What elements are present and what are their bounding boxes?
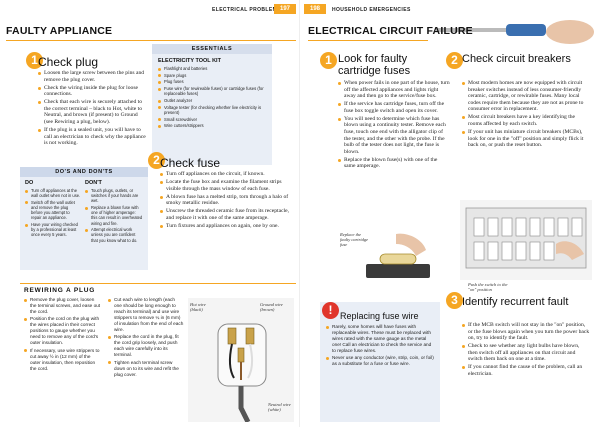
list-item: If your unit has miniature circuit break…	[462, 129, 590, 149]
list-item: If the service has cartridge fuses, turn…	[338, 101, 450, 114]
list-item: Replace the blown fuse(s) with one of th…	[338, 157, 450, 170]
list-item: If necessary, use wire strippers to cut …	[24, 348, 102, 372]
running-head-right: HOUSEHOLD EMERGENCIES	[332, 7, 411, 13]
step-number: 1	[26, 52, 43, 69]
list-item: Turn off appliances at the wall outlet w…	[25, 188, 81, 198]
list-item: Spare plugs	[158, 73, 266, 78]
check-fuse-list: Turn off appliances on the circuit, if k…	[160, 171, 290, 231]
list-item: Locate the fuse box and examine the fila…	[160, 179, 290, 192]
dont-list: Touch plugs, outlets, or switches if you…	[85, 188, 143, 243]
do-list: Turn off appliances at the wall outlet w…	[25, 188, 81, 238]
neutral-wire-label: Neutral wire (white)	[268, 402, 291, 412]
list-item: Loosen the large screw between the pins …	[38, 70, 148, 83]
tool-kit-title: ELECTRICITY TOOL KIT	[158, 58, 221, 64]
list-item: Remove the plug cover, loosen the termin…	[24, 297, 102, 315]
list-item: Fuse wire (for rewireable fuses) or cart…	[158, 86, 266, 97]
check-fuse-title: Check fuse	[160, 156, 221, 170]
cartridge-fuse-illustration	[336, 228, 454, 300]
page-number-left: 197	[274, 4, 296, 14]
list-item: Attempt electrical work unless you are c…	[85, 227, 143, 243]
list-item: Check that each wire is securely attache…	[38, 99, 148, 125]
do-label: DO	[25, 180, 34, 186]
step-number: 2	[148, 152, 165, 169]
list-item: Replace a blown fuse with one of higher …	[85, 205, 143, 226]
list-item: Position the cord on the plug with the w…	[24, 316, 102, 346]
recurrent-fault-title: Identify recurrent fault	[462, 296, 569, 308]
list-item: Touch plugs, outlets, or switches if you…	[85, 188, 143, 204]
dos-donts-box: DO'S AND DON'TS DO Turn off appliances a…	[20, 167, 148, 270]
step-number: 2	[446, 52, 463, 69]
section-title-circuit-failure: ELECTRICAL CIRCUIT FAILURE	[308, 25, 473, 37]
list-item: Most modern homes are now equipped with …	[462, 80, 590, 113]
hot-wire-label: Hot wire (black)	[190, 302, 206, 312]
plug-wiring-illustration	[188, 298, 294, 422]
list-item: Never use any conductor (wire, strip, co…	[326, 355, 436, 367]
dos-donts-heading: DO'S AND DON'TS	[20, 167, 148, 177]
rewiring-heading: REWIRING A PLUG	[24, 287, 96, 294]
list-item: If the plug is a sealed unit, you will h…	[38, 127, 148, 147]
list-item: Unscrew the threaded ceramic fuse from i…	[160, 208, 290, 221]
cartridge-illustration-label: Replace the faulty cartridge fuse	[340, 232, 369, 247]
rewiring-list-1: Remove the plug cover, loosen the termin…	[24, 297, 102, 373]
list-item: Voltage tester (for checking whether liv…	[158, 105, 266, 116]
left-page: ELECTRICAL PROBLEMS 197 FAULTY APPLIANCE…	[6, 4, 296, 422]
screwdriver-photo	[430, 14, 600, 46]
list-item: Check the wiring inside the plug for loo…	[38, 85, 148, 98]
check-plug-title: Check plug	[38, 55, 99, 69]
ground-wire-label: Ground wire (brown)	[260, 302, 283, 312]
warning-icon: !	[322, 302, 339, 319]
list-item: Small screwdriver	[158, 117, 266, 122]
cartridge-fuse-list: When power fails in one part of the hous…	[338, 80, 450, 171]
cartridge-fuse-title: Look for faulty cartridge fuses	[338, 53, 411, 77]
check-plug-list: Loosen the large screw between the pins …	[38, 70, 148, 148]
circuit-breakers-title: Check circuit breakers	[462, 53, 571, 65]
tool-kit-list: Flashlight and batteries Spare plugs Plu…	[158, 66, 266, 129]
list-item: Most circuit breakers have a key identif…	[462, 114, 590, 127]
step-number: 3	[446, 292, 463, 309]
section-rule	[6, 40, 296, 41]
list-item: You will need to determine which fuse ha…	[338, 116, 450, 156]
dont-label: DON'T	[85, 180, 102, 186]
essentials-heading: ESSENTIALS	[152, 44, 272, 54]
replacing-fuse-wire-title: Replacing fuse wire	[340, 311, 419, 321]
breaker-illustration-label: Push the switch to the "on" position	[468, 282, 508, 292]
running-head-left: ELECTRICAL PROBLEMS	[212, 7, 281, 13]
replacing-fuse-wire-list: Rarely, some homes will have fuses with …	[326, 324, 436, 369]
essentials-box: ESSENTIALS ELECTRICITY TOOL KIT Flashlig…	[152, 44, 272, 165]
list-item: Outlet analyzer	[158, 98, 266, 103]
replacing-fuse-wire-box	[320, 302, 440, 422]
list-item: Rarely, some homes will have fuses with …	[326, 324, 436, 354]
list-item: Cut each wire to length (each one should…	[108, 297, 184, 333]
list-item: Flashlight and batteries	[158, 66, 266, 71]
list-item: A blown fuse has a melted strip, torn th…	[160, 194, 290, 207]
recurrent-fault-list: If the MCB switch will not stay in the "…	[462, 322, 590, 379]
list-item: Replace the cord in the plug, fit the co…	[108, 334, 184, 358]
rewiring-top-rule	[20, 283, 296, 284]
gutter	[299, 0, 300, 427]
list-item: If you cannot find the cause of the prob…	[462, 364, 590, 377]
section-title-faulty-appliance: FAULTY APPLIANCE	[6, 25, 113, 37]
list-item: Turn fixtures and appliances on again, o…	[160, 223, 290, 230]
step-number: 1	[320, 52, 337, 69]
list-item: When power fails in one part of the hous…	[338, 80, 450, 100]
section-rule	[308, 40, 428, 41]
right-page: 198 HOUSEHOLD EMERGENCIES ELECTRICAL CIR…	[300, 0, 600, 427]
page-number-right: 198	[304, 4, 326, 14]
list-item: Turn off appliances on the circuit, if k…	[160, 171, 290, 178]
list-item: If the MCB switch will not stay in the "…	[462, 322, 590, 342]
list-item: Have your wiring checked by a profession…	[25, 222, 81, 238]
breaker-panel-illustration	[460, 200, 592, 280]
list-item: Plug fuses	[158, 79, 266, 84]
list-item: Switch off the wall outlet and remove th…	[25, 200, 81, 221]
list-item: Check to see whether any light bulbs hav…	[462, 343, 590, 363]
circuit-breakers-list: Most modern homes are now equipped with …	[462, 80, 590, 150]
list-item: Tighten each terminal screw down on to i…	[108, 360, 184, 378]
list-item: Wire cutters/strippers	[158, 123, 266, 128]
rewiring-list-2: Cut each wire to length (each one should…	[108, 297, 184, 379]
